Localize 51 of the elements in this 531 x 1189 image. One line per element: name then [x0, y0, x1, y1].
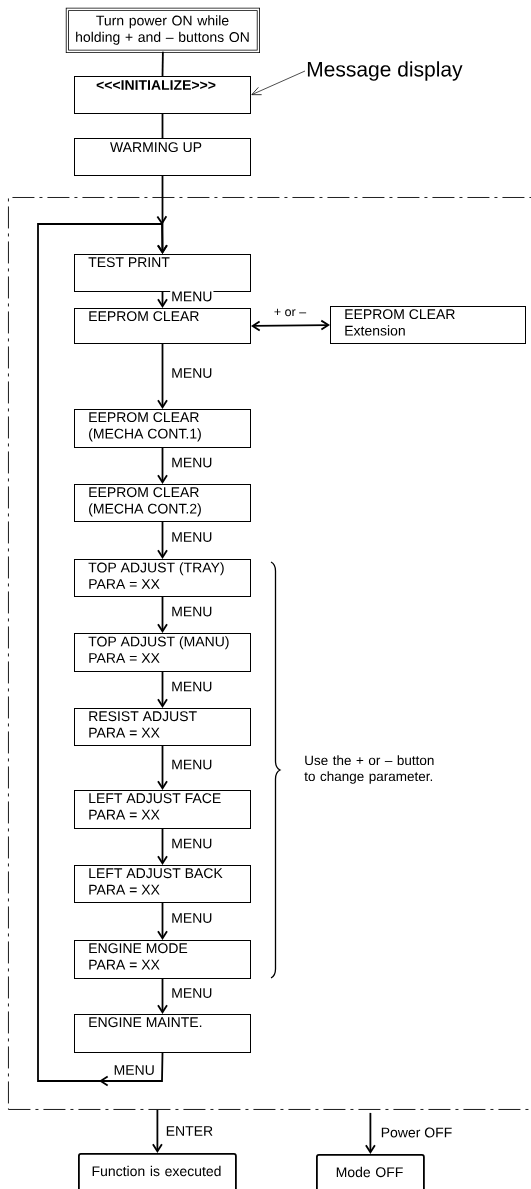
callout-text: Message display [307, 61, 463, 81]
arrow [152, 1109, 163, 1153]
arrow [157, 828, 168, 865]
arrow [157, 745, 168, 790]
double-arrow [251, 319, 330, 332]
edge-label: MENU [170, 290, 214, 303]
edge-label: MENU [170, 531, 214, 543]
edge-label: Power OFF [379, 1126, 454, 1139]
edge-label: + or – [272, 307, 308, 318]
arrow [157, 447, 168, 484]
edge-label: MENU [170, 605, 214, 618]
display-box: <<<INITIALIZE>>> [74, 76, 251, 114]
arrow [157, 902, 168, 940]
display-box: LEFT ADJUST BACK PARA = XX [74, 865, 251, 903]
display-box: ENGINE MAINTE. [74, 1014, 251, 1053]
edge-label: MENU [170, 987, 214, 999]
edge-label: MENU [112, 1064, 156, 1076]
display-box: EEPROM CLEAR (MECHA CONT.1) [74, 409, 251, 448]
display-box: LEFT ADJUST FACE PARA = XX [74, 790, 251, 829]
display-box: EEPROM CLEAR Extension [330, 306, 526, 344]
edge-label: MENU [170, 367, 214, 379]
edge-label: ENTER [164, 1125, 215, 1137]
display-box: TOP ADJUST (TRAY) PARA = XX [74, 559, 251, 597]
connector-line [161, 50, 164, 77]
display-box: EEPROM CLEAR (MECHA CONT.2) [74, 484, 251, 522]
result-box: Mode OFF [316, 1154, 425, 1189]
arrow [157, 978, 168, 1014]
display-box: WARMING UP [74, 138, 251, 176]
arrow [157, 671, 168, 708]
display-box: ENGINE MODE PARA = XX [74, 940, 251, 979]
edge-label: MENU [170, 456, 214, 469]
result-box: Function is executed [78, 1153, 237, 1189]
display-box: TOP ADJUST (MANU) PARA = XX [74, 633, 251, 672]
arrow [157, 521, 168, 559]
display-box: EEPROM CLEAR [74, 308, 251, 344]
loop-arrow [37, 215, 168, 1087]
arrow [157, 343, 168, 409]
display-box: RESIST ADJUST PARA = XX [74, 708, 251, 746]
mode-region [8, 197, 531, 1110]
edge-label: MENU [170, 680, 214, 693]
connector-line [161, 113, 164, 139]
arrow [157, 596, 168, 633]
leader-line [251, 70, 306, 95]
edge-label: MENU [170, 758, 214, 771]
edge-label: MENU [170, 837, 214, 850]
note-text: Use the + or – button to change parameter. [304, 755, 434, 784]
start-box: Turn power ON while holding + and – buttons ON [65, 7, 260, 53]
arrow [365, 1112, 376, 1154]
display-box: TEST PRINT [74, 254, 251, 292]
edge-label: MENU [170, 912, 214, 924]
arrow [157, 291, 168, 308]
